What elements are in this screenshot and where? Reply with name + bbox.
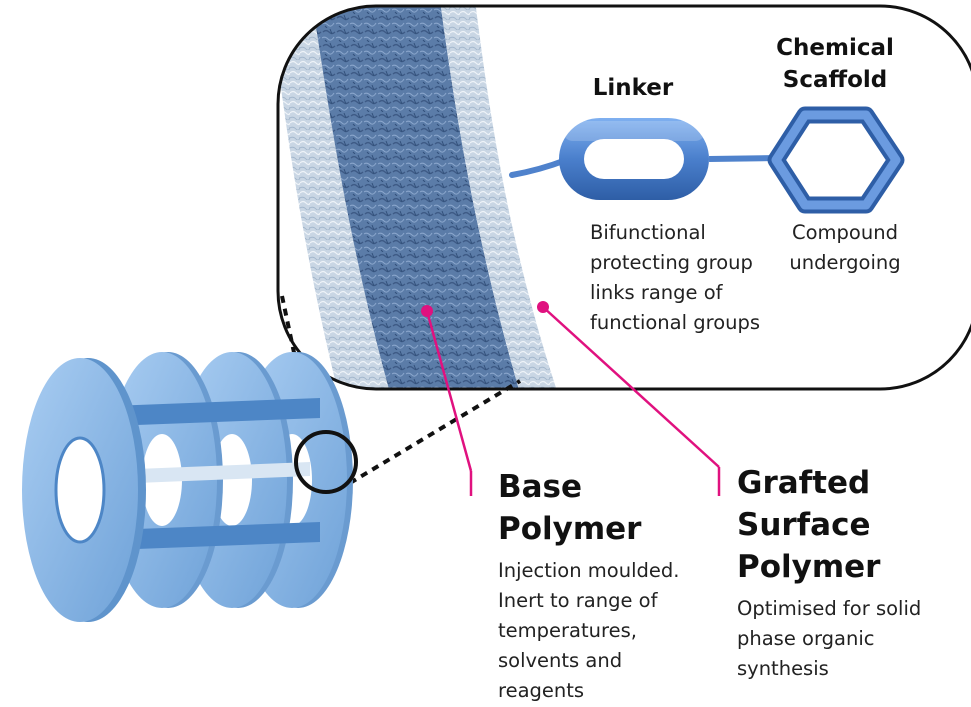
cylindrical-lantern-support-icon <box>22 352 353 622</box>
linker-title: Linker <box>592 75 674 101</box>
scaffold-description: Compound undergoing <box>789 221 901 274</box>
linker-bond <box>708 155 779 162</box>
base-polymer-pointer <box>421 305 473 496</box>
magnify-circle <box>294 430 358 494</box>
linker-description: Bifunctional protecting group links rang… <box>590 221 761 334</box>
grafted-polymer-description: Optimised for solid phase organic synthe… <box>737 597 922 680</box>
grafted-polymer-pointer <box>537 301 721 496</box>
base-polymer-layer <box>312 6 522 389</box>
base-polymer-description: Injection moulded. Inert to range of tem… <box>498 559 680 702</box>
callout-border <box>276 4 971 391</box>
scaffold-title: Chemical Scaffold <box>776 35 894 93</box>
hexagon-ring-icon <box>767 106 905 214</box>
zoom-guide-lower <box>348 379 522 485</box>
linker-oval-icon <box>559 118 709 200</box>
callout-zoom-view <box>276 4 971 391</box>
grafted-surface-layer-right <box>440 6 560 389</box>
base-polymer-title: Base Polymer <box>498 469 642 547</box>
grafted-surface-layer-left <box>278 6 392 389</box>
grafted-polymer-title: Grafted Surface Polymer <box>737 465 881 585</box>
polymer-layer-band <box>278 6 560 389</box>
